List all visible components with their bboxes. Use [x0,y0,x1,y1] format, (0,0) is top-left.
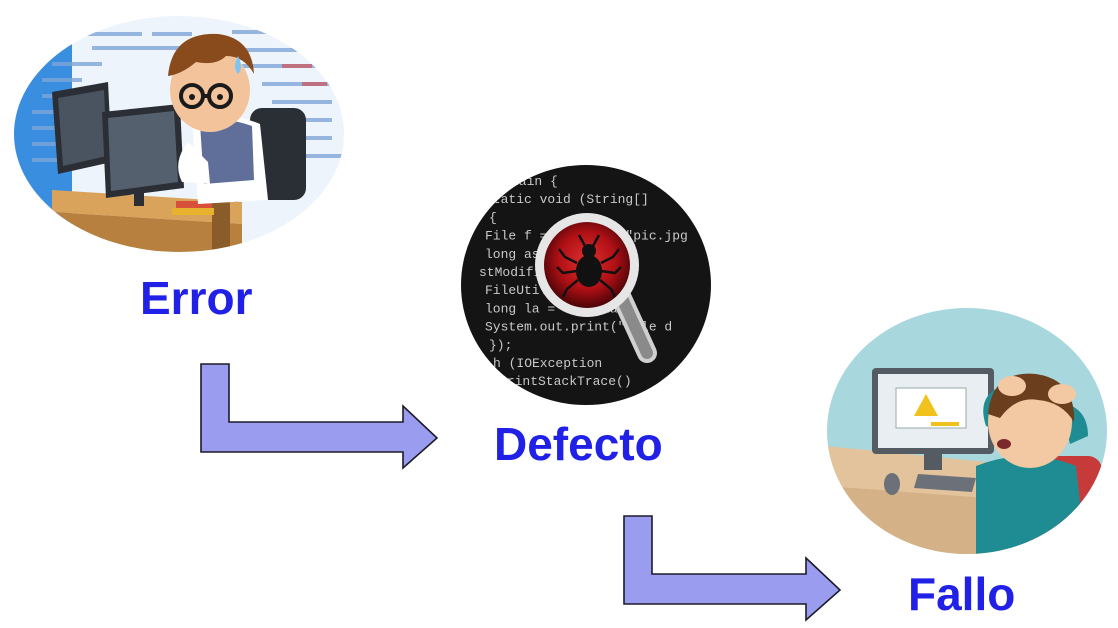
frustrated-user-at-monitor-icon [827,308,1107,554]
code-line: printStackTrace() [499,374,632,389]
code-line: }); [489,338,512,353]
bug-magnifier-on-code-icon: main {static void (String[]{File f = new… [461,165,711,405]
code-line: { [489,210,497,225]
code-line: main { [511,174,558,189]
code-line: static void (String[] [485,192,649,207]
arrow-defecto-to-fallo [623,515,842,622]
code-line: h (IOException [493,356,602,371]
programmer-at-computer-icon [14,16,344,252]
node-label-defecto: Defecto [494,418,663,470]
node-label-fallo: Fallo [908,568,1016,620]
arrow-error-to-defecto [200,363,439,470]
node-label-error: Error [140,272,253,324]
